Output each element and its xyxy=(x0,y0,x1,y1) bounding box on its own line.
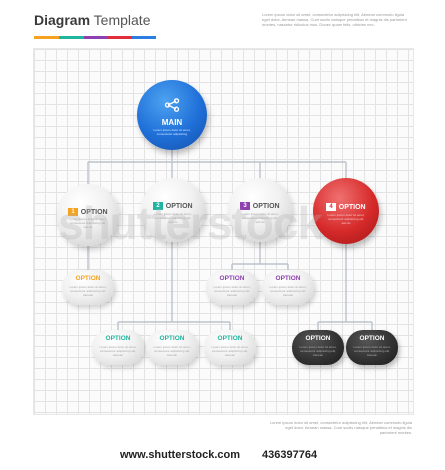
sub-option-label: OPTION xyxy=(75,275,101,282)
title-light: Template xyxy=(93,12,151,28)
sub-option-text: Lorem ipsum dolor sit amet, consectetur … xyxy=(213,285,251,297)
main-node-label: MAIN xyxy=(161,117,183,127)
sub-option-label: OPTION xyxy=(359,335,385,342)
footer-description: Lorem ipsum dolor sit amet, consectetur … xyxy=(269,420,412,435)
option-number-badge: 2 xyxy=(153,202,163,211)
option-number-badge: 4 xyxy=(326,203,336,212)
accent-swatch xyxy=(34,36,59,39)
sub-option-text: Lorem ipsum dolor sit amet, consectetur … xyxy=(269,285,307,297)
accent-swatch xyxy=(108,36,132,39)
option-text: Lorem ipsum dolor sit amet, consectetur … xyxy=(241,211,279,224)
option-text: Lorem ipsum dolor sit amet, consectetur … xyxy=(69,216,107,229)
sub-option-label: OPTION xyxy=(305,335,331,342)
option-label: OPTION xyxy=(252,203,280,211)
sub-option-text: Lorem ipsum dolor sit amet, consectetur … xyxy=(153,345,191,357)
accent-swatch xyxy=(132,36,156,39)
sub-option-pill: OPTION Lorem ipsum dolor sit amet, conse… xyxy=(92,330,144,365)
sub-option-pill: OPTION Lorem ipsum dolor sit amet, conse… xyxy=(292,330,344,365)
sub-option-pill: OPTION Lorem ipsum dolor sit amet, conse… xyxy=(146,330,198,365)
sub-option-label: OPTION xyxy=(217,335,243,342)
main-node: MAIN Lorem ipsum dolor sit amet, consect… xyxy=(137,80,207,150)
stock-image-id: 436397764 xyxy=(262,449,318,461)
option-number-badge: 1 xyxy=(68,207,78,216)
watermark: shutterstock xyxy=(58,197,323,249)
sub-option-pill: OPTION Lorem ipsum dolor sit amet, conse… xyxy=(62,270,114,305)
accent-color-bar xyxy=(34,36,156,39)
share-icon xyxy=(164,98,180,113)
sub-option-text: Lorem ipsum dolor sit amet, consectetur … xyxy=(99,345,137,357)
sub-option-pill: OPTION Lorem ipsum dolor sit amet, conse… xyxy=(346,330,398,365)
sub-option-text: Lorem ipsum dolor sit amet, consectetur … xyxy=(211,345,249,357)
stock-footer-bar xyxy=(0,437,445,470)
diagram-title: Diagram Template xyxy=(34,12,150,28)
stock-site-url: www.shutterstock.com xyxy=(120,449,241,461)
option-number-badge: 3 xyxy=(240,202,250,211)
sub-option-label: OPTION xyxy=(159,335,185,342)
accent-swatch xyxy=(84,36,108,39)
header-description: Lorem ipsum dolor sit amet, consectetur … xyxy=(262,12,407,27)
title-bold: Diagram xyxy=(34,12,91,28)
sub-option-label: OPTION xyxy=(275,275,301,282)
main-node-text: Lorem ipsum dolor sit amet, consectetur … xyxy=(153,127,191,136)
sub-option-label: OPTION xyxy=(219,275,245,282)
sub-option-label: OPTION xyxy=(105,335,131,342)
option-label: OPTION xyxy=(338,203,366,211)
option-label: OPTION xyxy=(80,208,108,216)
sub-option-pill: OPTION Lorem ipsum dolor sit amet, conse… xyxy=(204,330,256,365)
accent-swatch xyxy=(59,36,84,39)
sub-option-text: Lorem ipsum dolor sit amet, consectetur … xyxy=(69,285,107,297)
sub-option-pill: OPTION Lorem ipsum dolor sit amet, conse… xyxy=(206,270,258,305)
option-label: OPTION xyxy=(165,203,193,211)
sub-option-pill: OPTION Lorem ipsum dolor sit amet, conse… xyxy=(262,270,314,305)
sub-option-text: Lorem ipsum dolor sit amet, consectetur … xyxy=(353,345,391,357)
sub-option-text: Lorem ipsum dolor sit amet, consectetur … xyxy=(299,345,337,357)
option-text: Lorem ipsum dolor sit amet, consectetur … xyxy=(327,212,365,225)
option-text: Lorem ipsum dolor sit amet, consectetur … xyxy=(154,211,192,224)
